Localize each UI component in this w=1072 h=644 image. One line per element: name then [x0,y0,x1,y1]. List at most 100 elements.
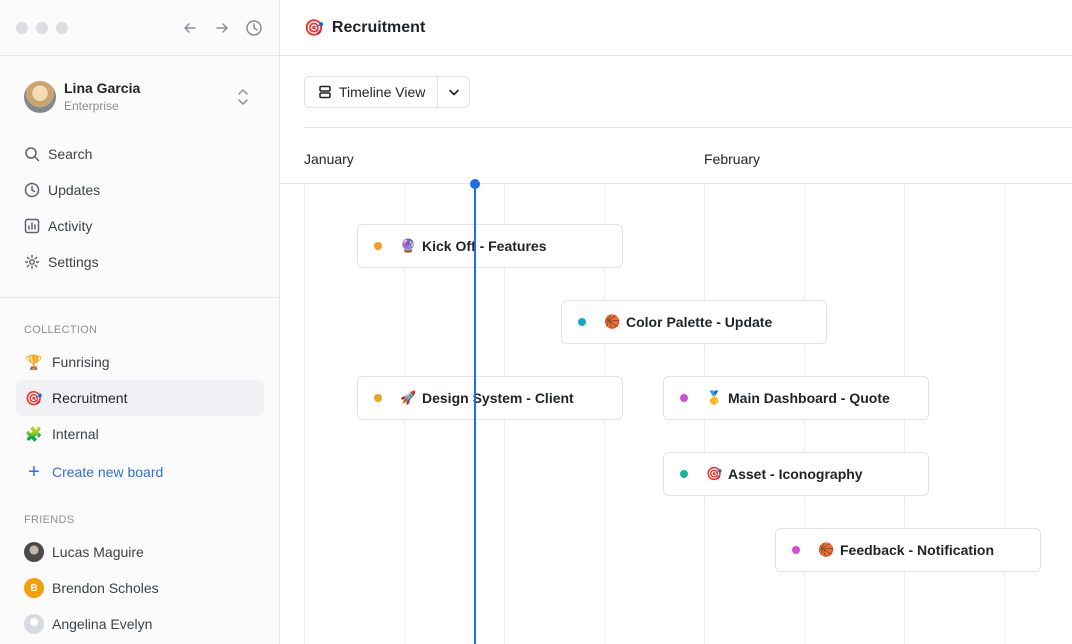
page-header: 🎯 Recruitment [280,0,1072,56]
task-label: Color Palette - Update [626,314,773,330]
task-label: Asset - Iconography [728,466,863,482]
history-button[interactable] [244,18,264,38]
board-label: Internal [52,426,99,442]
timeline-icon [317,84,333,100]
grid-line [1004,184,1005,644]
friend-item-angelina[interactable]: Angelina Evelyn [16,606,264,642]
friends-label: FRIENDS [24,514,75,526]
window-controls [16,22,68,34]
view-switcher: Timeline View [304,76,471,108]
chevron-down-icon [449,89,459,96]
menu-item-settings[interactable]: Settings [16,244,264,280]
friend-name: Lucas Maguire [52,544,144,560]
task-card[interactable]: 🚀 Design System - Client [357,376,623,420]
board-label: Recruitment [52,390,128,406]
friend-item-lucas[interactable]: Lucas Maguire [16,534,264,570]
view-label: Timeline View [339,84,426,100]
menu-item-label: Settings [48,254,99,270]
friend-list: Lucas Maguire B Brendon Scholes Angelina… [16,534,264,642]
task-label: Kick Off - Features [422,238,547,254]
sidebar: Lina Garcia Enterprise Search Updates Ac… [0,0,280,644]
today-marker-line[interactable] [474,184,476,644]
create-board-button[interactable]: + Create new board [16,452,264,492]
view-dropdown-button[interactable] [438,76,471,108]
search-icon [24,146,40,162]
friend-name: Brendon Scholes [52,580,159,596]
avatar [24,81,56,113]
crystal-ball-icon: 🔮 [400,238,417,253]
user-name: Lina Garcia [64,80,141,96]
avatar: B [24,578,44,598]
task-label: Design System - Client [422,390,574,406]
status-dot [374,394,382,402]
target-icon: 🎯 [304,19,324,37]
window-close-button[interactable] [16,22,28,34]
forward-button[interactable] [212,18,232,38]
menu-item-label: Search [48,146,93,162]
menu-item-label: Activity [48,218,93,234]
chevron-up-down-icon [236,86,250,113]
friend-item-brendon[interactable]: B Brendon Scholes [16,570,264,606]
page-title: Recruitment [331,18,426,36]
menu-item-activity[interactable]: Activity [16,208,264,244]
medal-icon: 🥇 [706,390,723,405]
menu-item-search[interactable]: Search [16,136,264,172]
task-label: Main Dashboard - Quote [728,390,890,406]
task-card[interactable]: 🔮 Kick Off - Features [357,224,623,268]
status-dot [578,318,586,326]
basketball-icon: 🏀 [604,314,621,329]
task-card[interactable]: 🏀 Feedback - Notification [775,528,1041,572]
timeline-top-divider [304,127,1072,128]
menu-item-updates[interactable]: Updates [16,172,264,208]
window-minimize-button[interactable] [36,22,48,34]
task-card[interactable]: 🥇 Main Dashboard - Quote [663,376,929,420]
arrow-right-icon [216,23,228,33]
month-label-january: January [304,151,354,167]
user-info: Lina Garcia Enterprise [64,80,140,114]
grid-line [304,184,305,644]
arrow-left-icon [184,23,196,33]
status-dot [680,394,688,402]
target-icon: 🎯 [706,466,723,481]
status-dot [792,546,800,554]
board-item-recruitment[interactable]: 🎯 Recruitment [16,380,264,416]
basketball-icon: 🏀 [818,542,835,557]
status-dot [680,470,688,478]
task-card[interactable]: 🎯 Asset - Iconography [663,452,929,496]
collection-label: COLLECTION [24,324,98,336]
sidebar-mid-divider [0,297,279,298]
main-panel: 🎯 Recruitment Timeline View January Febr… [280,0,1072,644]
avatar [24,542,44,562]
avatar [24,614,44,634]
timeline-header-divider [280,183,1072,184]
board-label: Funrising [52,354,110,370]
task-card[interactable]: 🏀 Color Palette - Update [561,300,827,344]
main-menu: Search Updates Activity Settings [16,136,264,280]
month-label-february: February [704,151,761,167]
plus-icon: + [28,461,40,483]
window-maximize-button[interactable] [56,22,68,34]
clock-icon [246,20,262,36]
rocket-icon: 🚀 [400,390,417,405]
puzzle-icon: 🧩 [25,425,43,442]
status-dot [374,242,382,250]
timeline-view-button[interactable]: Timeline View [304,76,439,108]
trophy-icon: 🏆 [25,353,43,370]
user-switcher[interactable]: Lina Garcia Enterprise [24,80,256,114]
task-label: Feedback - Notification [840,542,995,558]
create-board-label: Create new board [52,464,164,480]
clock-icon [24,182,40,198]
back-button[interactable] [180,18,200,38]
user-plan: Enterprise [64,99,119,113]
sidebar-top-divider [0,55,279,56]
target-icon: 🎯 [25,389,43,406]
chart-icon [24,218,40,234]
board-list: 🏆 Funrising 🎯 Recruitment 🧩 Internal + C… [16,344,264,492]
board-item-internal[interactable]: 🧩 Internal [16,416,264,452]
gear-icon [24,254,40,270]
board-item-funrising[interactable]: 🏆 Funrising [16,344,264,380]
today-marker-handle[interactable] [470,179,480,189]
friend-name: Angelina Evelyn [52,616,153,632]
menu-item-label: Updates [48,182,101,198]
history-controls [180,18,264,38]
